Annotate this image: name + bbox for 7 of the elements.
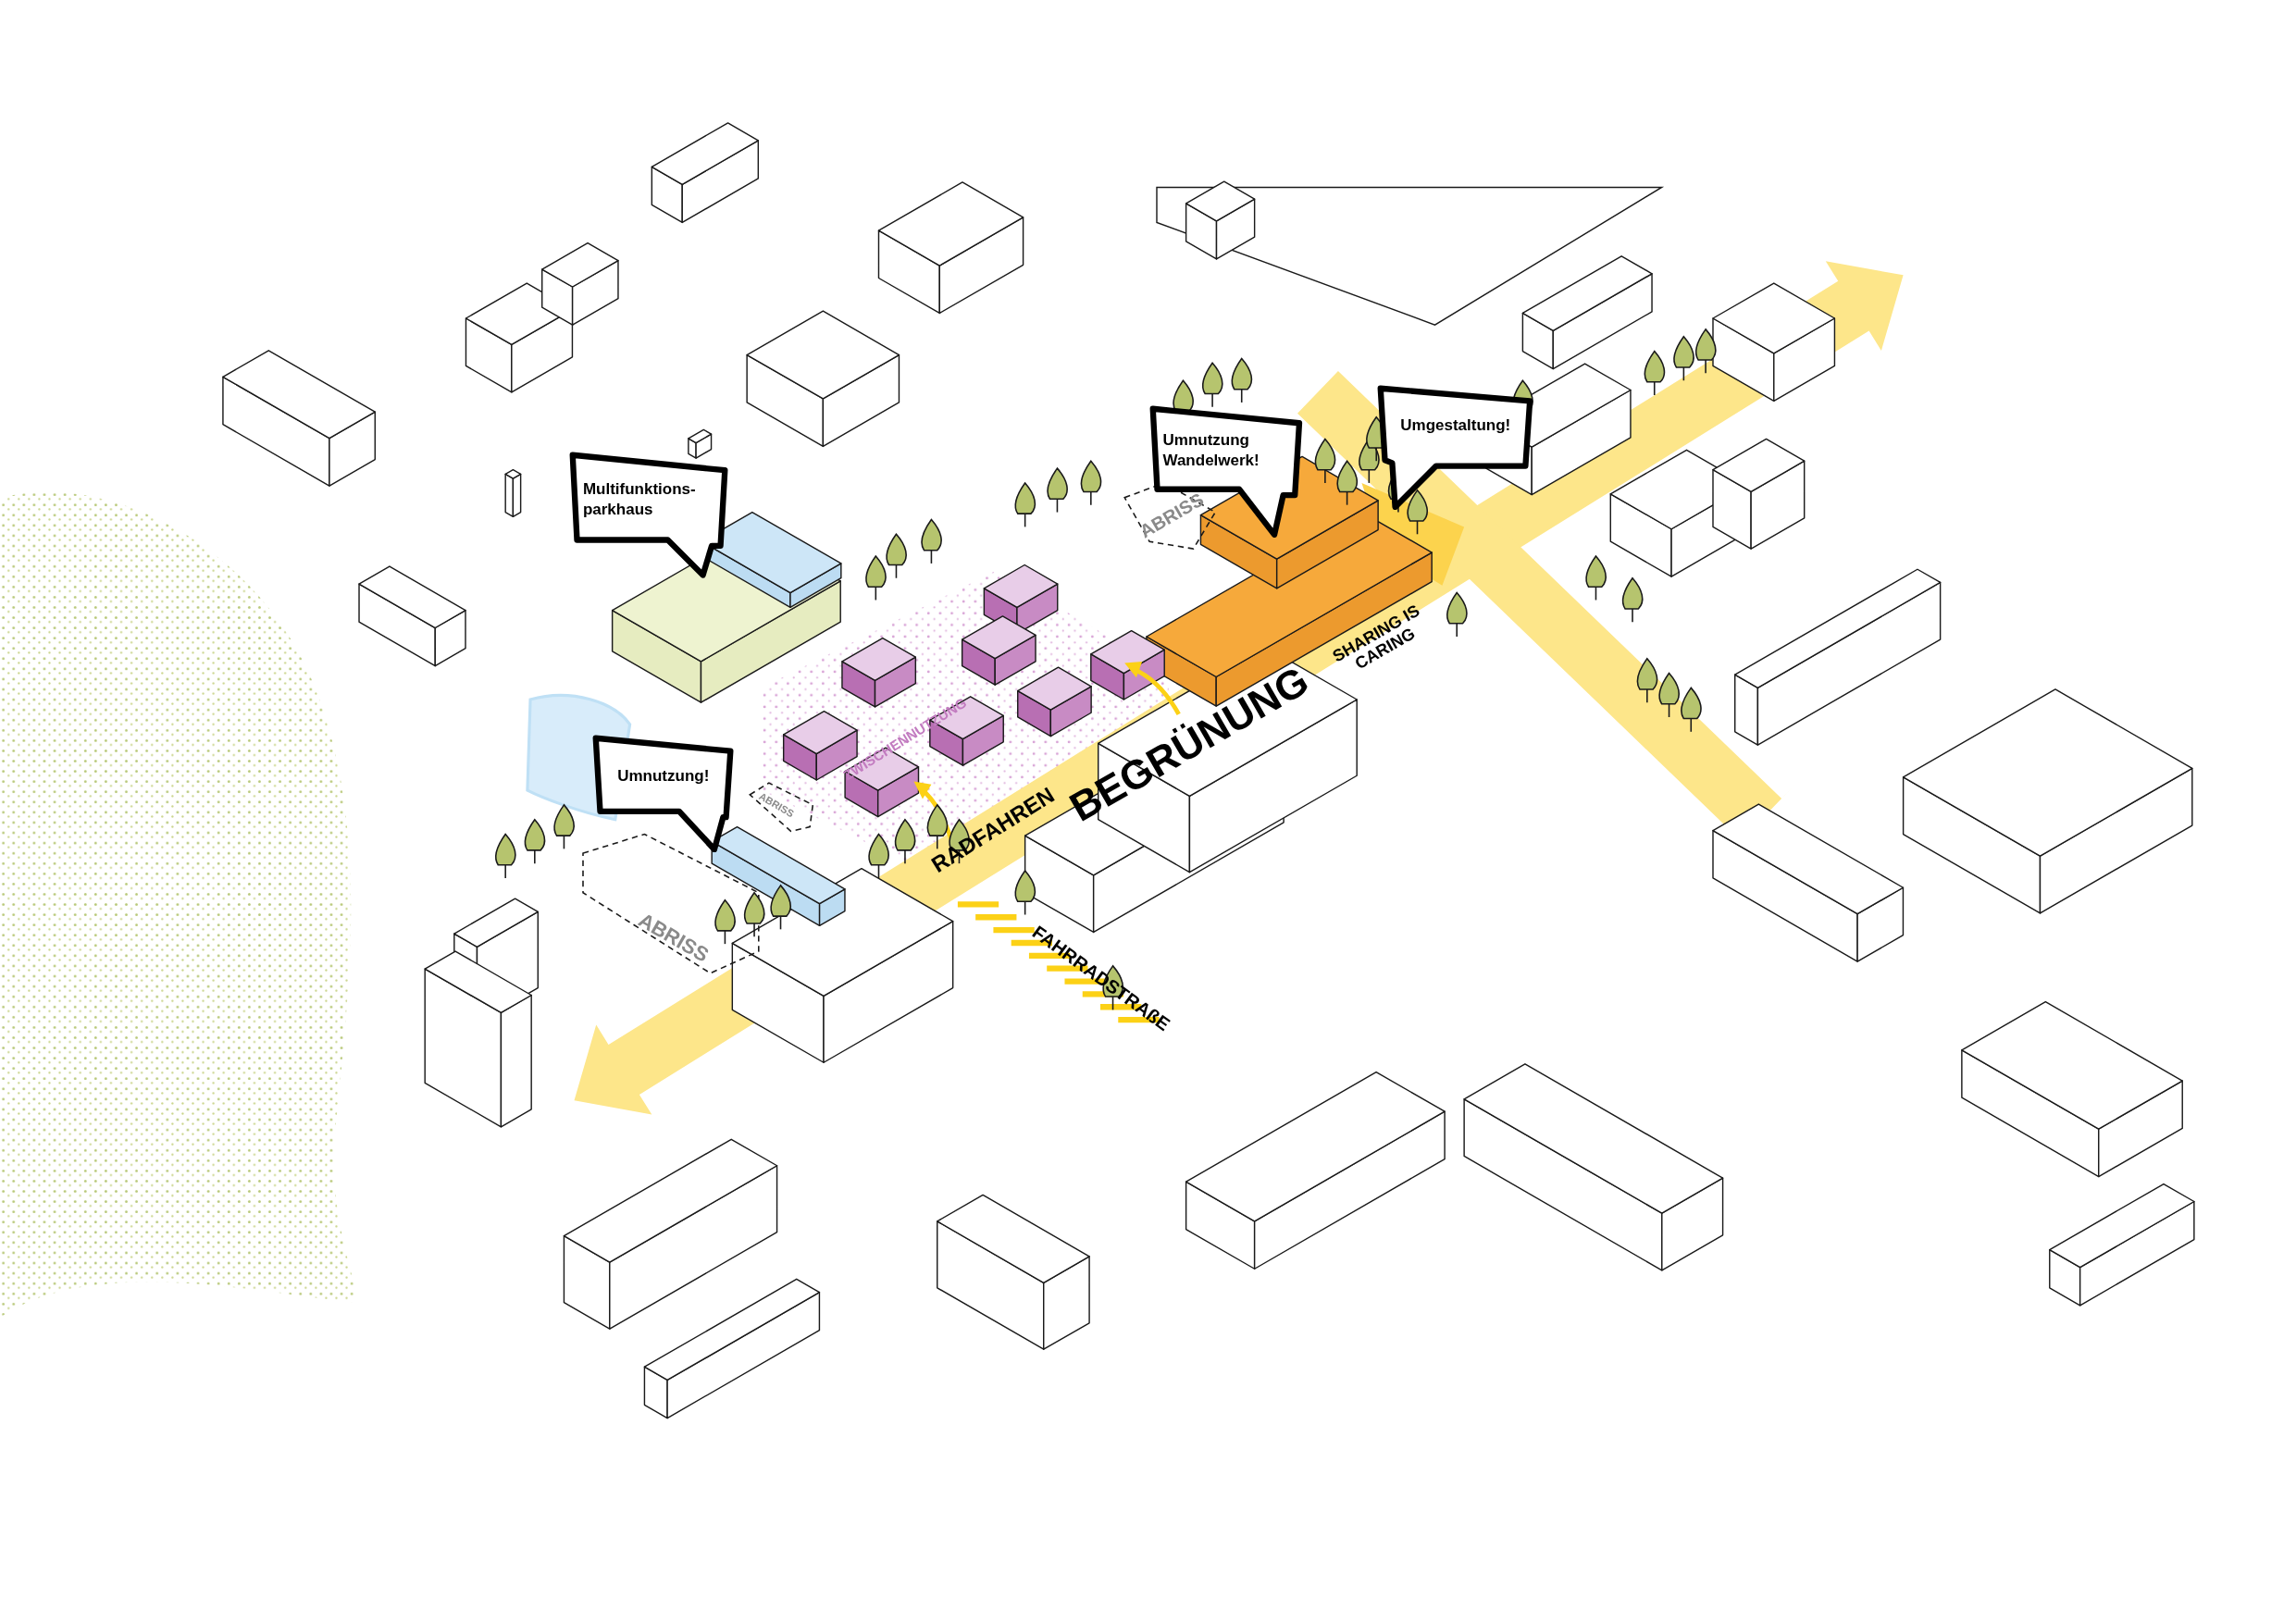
bubble-text: Multifunktions-parkhaus	[582, 479, 697, 521]
speech-bubble	[591, 733, 736, 852]
speech-bubble	[567, 451, 729, 580]
bubble-text: Umnutzung!	[617, 766, 710, 787]
speech-bubble	[1376, 383, 1535, 510]
bubble-text: Umnutzung Wandelwerk!	[1162, 430, 1260, 472]
bubble-text: Umgestaltung!	[1400, 415, 1511, 437]
